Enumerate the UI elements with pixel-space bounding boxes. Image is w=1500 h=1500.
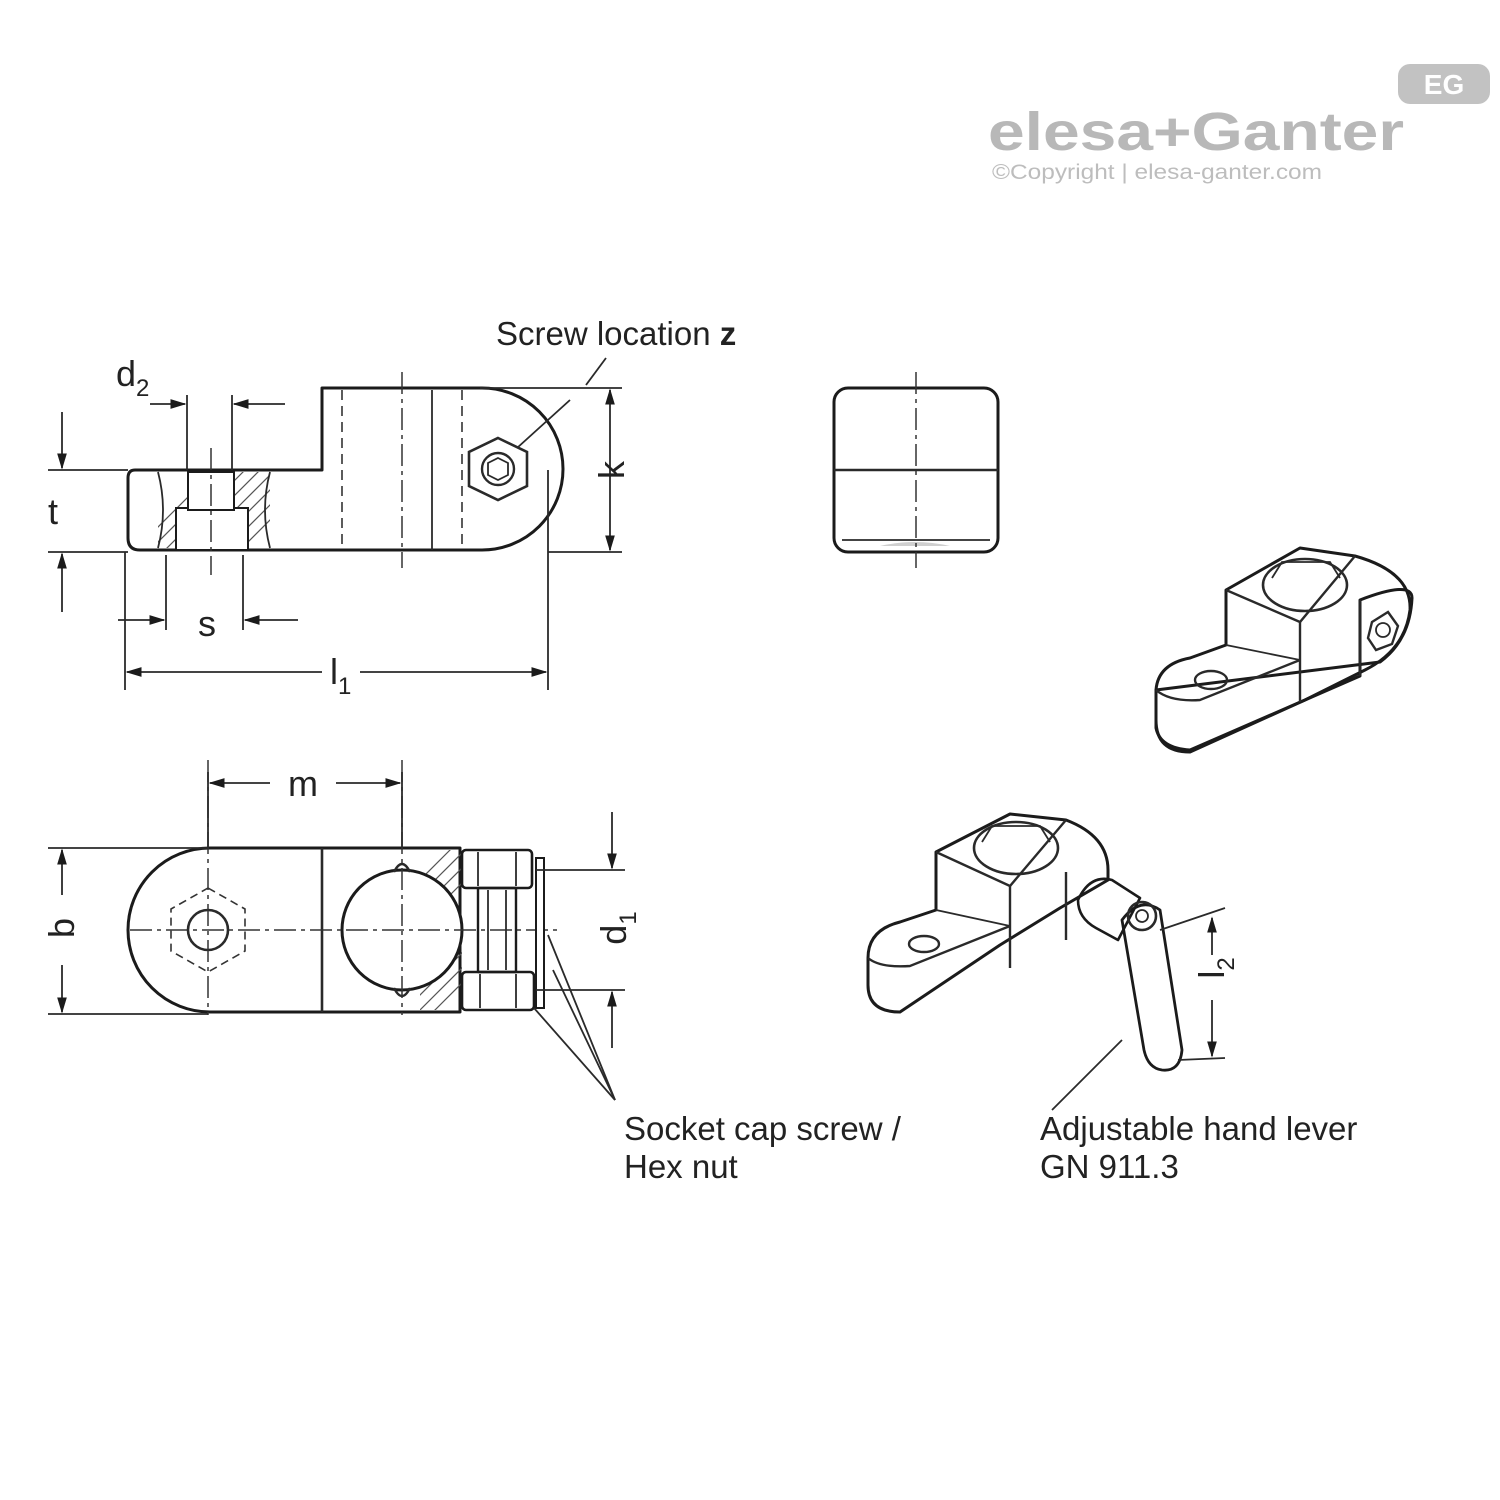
dim-m-label: m [288, 763, 318, 804]
dim-d2-label: d2 [116, 353, 149, 402]
iso-view-clamp [1154, 546, 1414, 754]
copyright-notice: ©Copyright | elesa-ganter.com [992, 161, 1322, 184]
eg-badge [1398, 64, 1490, 104]
dim-k-label: k [591, 460, 632, 479]
side-view [48, 357, 622, 690]
top-view [48, 760, 625, 1101]
socket-screw-label-line2: Hex nut [624, 1148, 738, 1185]
dim-b-label: b [41, 918, 82, 938]
brand-block: EG elesa+Ganter ©Copyright | elesa-gante… [988, 64, 1490, 184]
dim-s-label: s [198, 603, 216, 644]
screw-location-label: Screw location z [496, 315, 736, 352]
eg-badge-text: EG [1424, 69, 1464, 100]
hand-lever-label-line1: Adjustable hand lever [1040, 1110, 1357, 1147]
dim-t-label: t [48, 491, 58, 532]
brand-logo: elesa+Ganter [988, 102, 1404, 162]
dim-l2-label: l2 [1191, 957, 1240, 978]
iso-view-lever [866, 812, 1226, 1111]
hand-lever-label-line2: GN 911.3 [1040, 1148, 1179, 1185]
front-view [832, 372, 1000, 568]
dim-l1-label: l1 [330, 651, 351, 700]
socket-screw-label-line1: Socket cap screw / [624, 1110, 902, 1147]
dim-d1-label: d1 [593, 911, 642, 944]
